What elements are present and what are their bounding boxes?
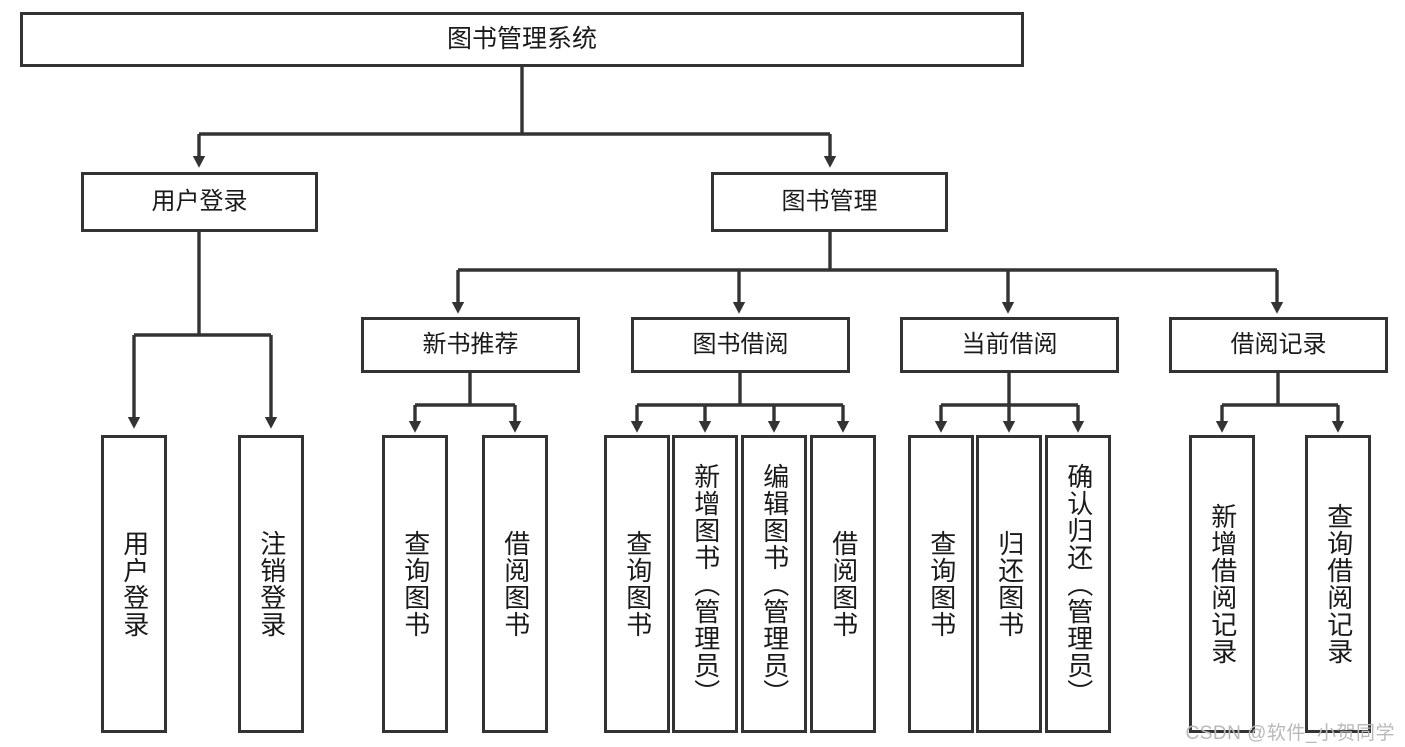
node-leaf-query-borrow-record[interactable]: 查询借阅记录 [1305,435,1371,733]
node-label: 借阅图书 [828,530,859,638]
node-leaf-return-book[interactable]: 归还图书 [976,435,1042,733]
node-new-book-recommend[interactable]: 新书推荐 [361,317,580,373]
node-label: 借阅记录 [1230,330,1327,358]
node-label: 新增借阅记录 [1207,503,1238,665]
node-current-borrow[interactable]: 当前借阅 [900,317,1119,373]
node-label: 图书管理 [781,187,878,215]
node-leaf-borrow-book[interactable]: 借阅图书 [810,435,876,733]
node-book-management[interactable]: 图书管理 [711,172,948,232]
node-leaf-query-book-borrow[interactable]: 查询图书 [604,435,670,733]
node-label: 新增图书（管理员） [690,462,721,706]
node-leaf-confirm-return-admin[interactable]: 确认归还（管理员） [1045,435,1111,733]
node-borrow-record[interactable]: 借阅记录 [1169,317,1388,373]
node-label: 新书推荐 [422,330,519,358]
node-label: 注销登录 [256,530,287,638]
node-leaf-add-book-admin[interactable]: 新增图书（管理员） [672,435,738,733]
node-root-system[interactable]: 图书管理系统 [20,12,1024,67]
node-label: 图书借阅 [692,330,789,358]
node-label: 用户登录 [119,530,150,638]
node-label: 查询借阅记录 [1323,503,1354,665]
node-leaf-query-book-current[interactable]: 查询图书 [908,435,974,733]
node-leaf-query-book-new[interactable]: 查询图书 [382,435,448,733]
node-leaf-user-login[interactable]: 用户登录 [101,435,167,733]
node-label: 借阅图书 [500,530,531,638]
node-book-borrow[interactable]: 图书借阅 [631,317,850,373]
node-leaf-add-borrow-record[interactable]: 新增借阅记录 [1189,435,1255,733]
node-label: 查询图书 [926,530,957,638]
watermark-text: CSDN @软件_小贺同学 [1185,723,1395,744]
node-label: 编辑图书（管理员） [759,462,790,706]
node-leaf-borrow-book-new[interactable]: 借阅图书 [482,435,548,733]
node-label: 归还图书 [994,530,1025,638]
node-label: 查询图书 [400,530,431,638]
node-label: 图书管理系统 [446,24,597,53]
node-user-login[interactable]: 用户登录 [81,172,318,232]
node-label: 当前借阅 [961,330,1058,358]
node-leaf-edit-book-admin[interactable]: 编辑图书（管理员） [741,435,807,733]
node-label: 确认归还（管理员） [1063,462,1094,706]
node-label: 查询图书 [622,530,653,638]
node-label: 用户登录 [151,187,248,215]
node-leaf-logout[interactable]: 注销登录 [238,435,304,733]
